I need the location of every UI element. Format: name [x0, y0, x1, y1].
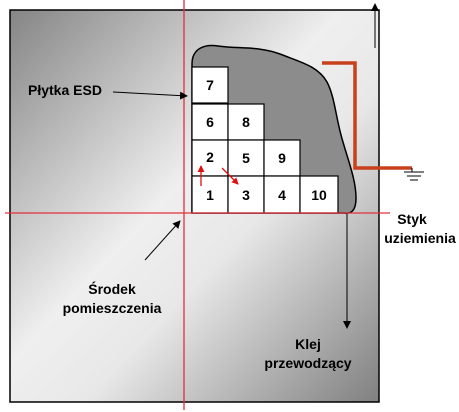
ground-wire	[322, 61, 412, 170]
tile-5	[227, 139, 265, 177]
tile-7	[191, 66, 229, 104]
tile-grid: 7 6 8 2 5 9 1 3 4 10	[191, 66, 339, 214]
tile-5-number: 5	[242, 150, 250, 166]
room-center-label-line1: Środek	[88, 280, 136, 297]
tile-1-number: 1	[206, 187, 214, 203]
tile-6-number: 6	[206, 114, 214, 130]
ground-contact-label-line2: uziemienia	[384, 230, 456, 246]
esd-tile-pointer	[112, 91, 188, 100]
tile-8-number: 8	[242, 114, 250, 130]
tile-6	[191, 103, 229, 141]
tile-2-number: 2	[206, 149, 214, 165]
esd-tile-label: Płytka ESD	[28, 82, 102, 98]
tile-3-number: 3	[242, 187, 250, 203]
room-center-pointer	[144, 220, 181, 261]
tile-9-number: 9	[278, 150, 286, 166]
glue-label-line2: przewodzący	[264, 355, 351, 371]
tile-7-number: 7	[206, 77, 214, 93]
tile-4-number: 4	[278, 187, 286, 203]
room-center-label-line2: pomieszczenia	[63, 300, 162, 316]
ground-symbol-icon	[404, 168, 424, 181]
ground-contact-label-line1: Styk	[397, 211, 427, 227]
tile-10	[299, 175, 339, 214]
glue-label-line1: Klej	[295, 336, 321, 352]
tile-9	[263, 139, 301, 177]
tile-8	[227, 103, 265, 141]
tile-10-number: 10	[311, 187, 327, 203]
laying-direction-arrow-diagonal	[221, 167, 239, 185]
